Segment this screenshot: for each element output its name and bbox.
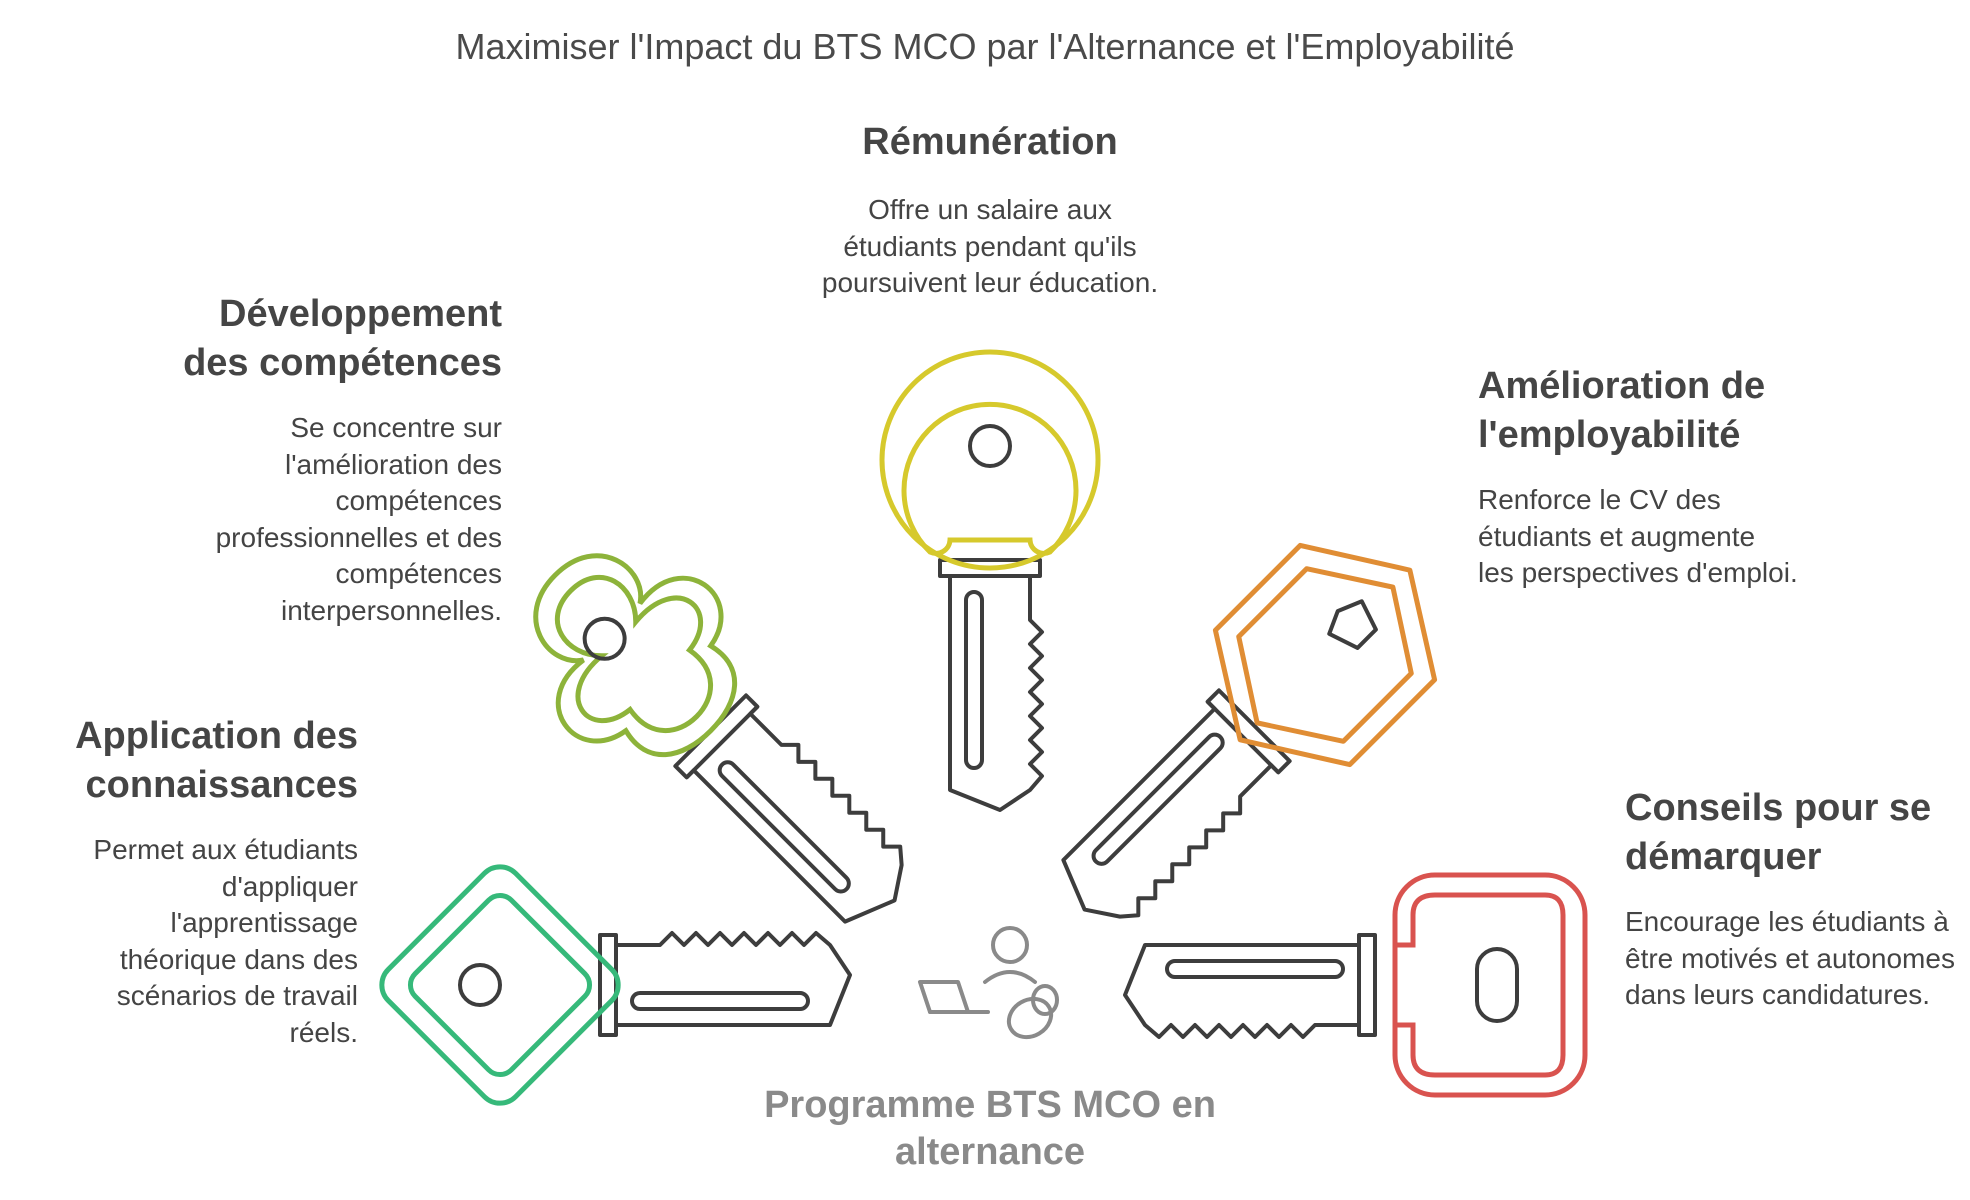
key-competences-hole bbox=[582, 616, 627, 661]
competences-description: Se concentre sur l'amélioration des comp… bbox=[215, 412, 502, 626]
key-remuneration-hole bbox=[968, 424, 1012, 468]
remuneration-description: Offre un salaire aux étudiants pendant q… bbox=[821, 194, 1159, 298]
conseils-description: Encourage les étudiants à être motivés e… bbox=[1625, 906, 1955, 1010]
key-connaissances-shaft bbox=[598, 931, 852, 1037]
center-label: Programme BTS MCO en alternance bbox=[764, 1084, 1216, 1173]
key-remuneration-head-inner bbox=[901, 401, 1079, 556]
key-remuneration-head-outer bbox=[879, 349, 1101, 571]
key-conseils-shaft bbox=[1123, 933, 1377, 1039]
connaissances-description: Permet aux étudiants d'appliquer l'appre… bbox=[93, 834, 358, 1048]
key-connaissances-hole bbox=[458, 963, 502, 1007]
key-connaissances-head-outer bbox=[379, 864, 621, 1106]
key-employabilite-shaft bbox=[1042, 690, 1291, 939]
student-laptop-icon bbox=[918, 926, 1059, 1040]
remuneration-heading: Rémunération bbox=[862, 121, 1118, 163]
key-conseils-head-outer bbox=[1392, 872, 1588, 1098]
employabilite-description: Renforce le CV des étudiants et augmente… bbox=[1478, 484, 1798, 588]
key-employabilite-head-outer bbox=[1212, 542, 1438, 768]
key-conseils-head-inner bbox=[1392, 892, 1566, 1078]
key-competences-head-outer bbox=[533, 553, 738, 758]
key-competences bbox=[533, 553, 958, 978]
key-remuneration-shaft bbox=[938, 558, 1044, 812]
key-competences-head-inner bbox=[554, 574, 714, 734]
key-connaissances-head-inner bbox=[407, 892, 593, 1078]
conseils-heading: Conseils pour se démarquer bbox=[1625, 787, 1932, 878]
page-title: Maximiser l'Impact du BTS MCO par l'Alte… bbox=[455, 26, 1515, 67]
connaissances-heading: Application des connaissances bbox=[75, 715, 358, 806]
competences-heading: Développement des compétences bbox=[183, 293, 502, 384]
key-conseils-hole bbox=[1475, 947, 1519, 1023]
key-remuneration bbox=[879, 349, 1101, 812]
key-employabilite bbox=[1010, 542, 1438, 970]
key-employabilite-head-inner bbox=[1236, 566, 1414, 744]
key-conseils bbox=[1123, 872, 1588, 1098]
employabilite-heading: Amélioration de l'employabilité bbox=[1478, 365, 1766, 456]
key-employabilite-hole bbox=[1327, 599, 1378, 650]
key-connaissances bbox=[379, 864, 852, 1106]
